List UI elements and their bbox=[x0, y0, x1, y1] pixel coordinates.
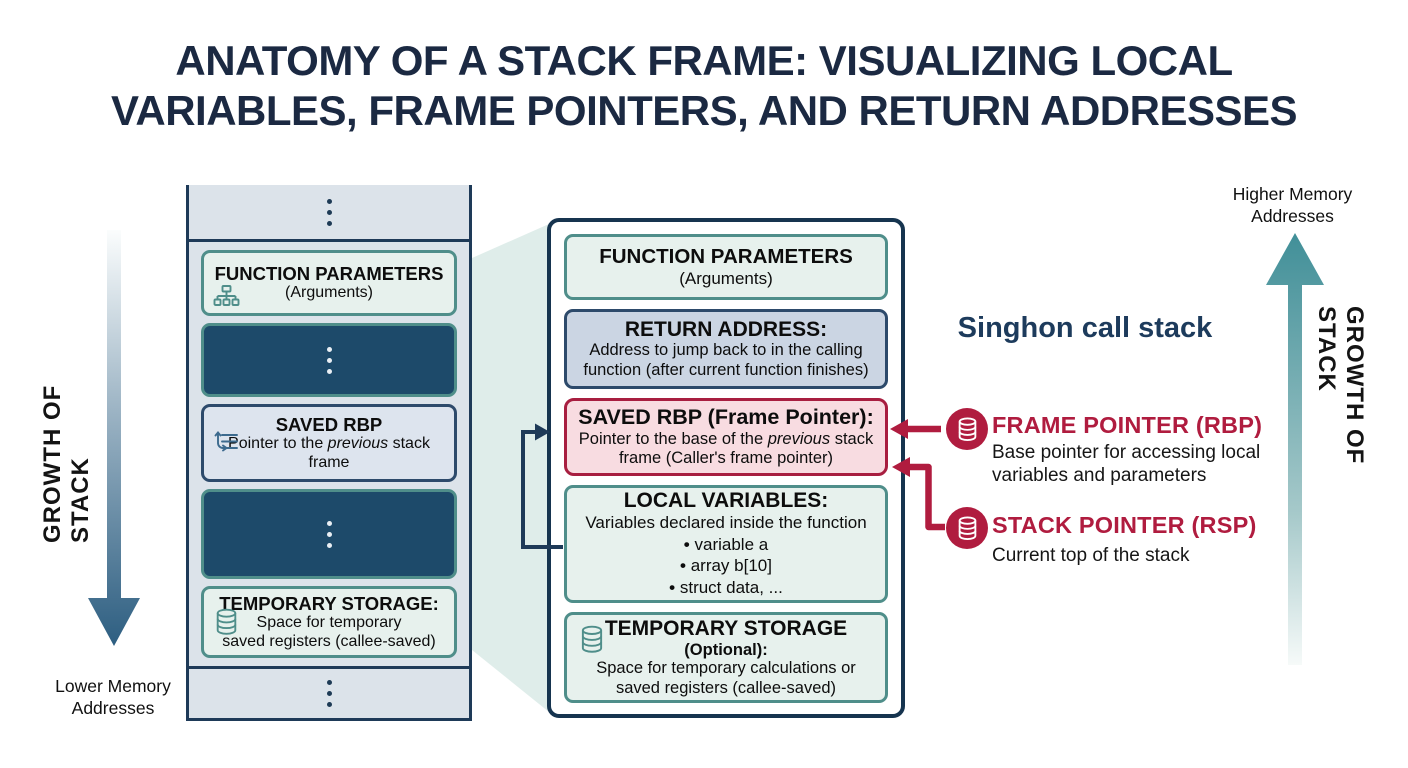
lower-memory-label: Lower Memory Addresses bbox=[28, 676, 198, 720]
frame-pointer-desc-line1: Base pointer for accessing local bbox=[992, 442, 1261, 463]
call-stack-label: Singhon call stack bbox=[957, 312, 1213, 344]
local-variables-list: variable a array b[10] struct data, ... bbox=[669, 534, 783, 599]
cell-title: FUNCTION PARAMETERS bbox=[214, 263, 444, 285]
stack-pointer-desc: Current top of the stack bbox=[992, 545, 1190, 566]
cell-title: TEMPORARY STORAGE: bbox=[219, 592, 439, 614]
database-icon bbox=[214, 608, 239, 636]
cell-saved-rbp: SAVED RBP Pointer to the previous stack … bbox=[201, 404, 457, 482]
higher-memory-label: Higher Memory Addresses bbox=[1210, 184, 1375, 228]
cell-temporary-storage: TEMPORARY STORAGE: Space for temporary s… bbox=[201, 586, 457, 658]
frame-cell-saved-rbp: SAVED RBP (Frame Pointer): Pointer to th… bbox=[564, 398, 888, 476]
cell-desc: Variables declared inside the function bbox=[585, 512, 867, 532]
database-icon bbox=[956, 417, 979, 442]
cell-subtitle: (Optional): bbox=[684, 640, 768, 659]
lower-memory-line1: Lower Memory bbox=[55, 676, 171, 696]
frame-cell-return-address: RETURN ADDRESS: Address to jump back to … bbox=[564, 309, 888, 389]
cell-function-parameters: FUNCTION PARAMETERS (Arguments) bbox=[201, 250, 457, 316]
sitemap-icon bbox=[213, 285, 240, 307]
cell-desc: Pointer to the base of the previous stac… bbox=[578, 429, 874, 468]
vertical-ellipsis-icon bbox=[326, 198, 332, 226]
frame-cell-temporary-storage: TEMPORARY STORAGE (Optional): Space for … bbox=[564, 612, 888, 704]
higher-memory-line2: Addresses bbox=[1251, 205, 1334, 226]
frame-pointer-marker bbox=[946, 408, 988, 450]
frame-cell-local-variables: LOCAL VARIABLES: Variables declared insi… bbox=[564, 485, 888, 603]
down-arrow bbox=[88, 230, 140, 646]
page-title-line2: VARIABLES, FRAME POINTERS, AND RETURN AD… bbox=[110, 87, 1298, 135]
frame-pointer-title: FRAME POINTER (RBP) bbox=[992, 412, 1263, 438]
cell-title: SAVED RBP (Frame Pointer): bbox=[578, 405, 874, 430]
cell-title: FUNCTION PARAMETERS bbox=[599, 244, 853, 268]
cell-previous-frame-lower bbox=[201, 489, 457, 579]
cell-subtitle: (Arguments) bbox=[284, 284, 374, 302]
cell-title: SAVED RBP bbox=[275, 413, 383, 435]
frame-pointer-desc-line2: variables and parameters bbox=[992, 465, 1207, 487]
list-item: array b[10] bbox=[669, 555, 783, 577]
list-item: variable a bbox=[669, 534, 783, 556]
stack-column-cells: FUNCTION PARAMETERS (Arguments) SAVED RB… bbox=[189, 242, 469, 666]
lower-memory-line2: Addresses bbox=[71, 697, 155, 718]
stack-pointer-title: STACK POINTER (RSP) bbox=[992, 512, 1257, 538]
list-item: struct data, ... bbox=[669, 577, 783, 599]
page-title-line1: ANATOMY OF A STACK FRAME: VISUALIZING LO… bbox=[175, 37, 1233, 84]
frame-cell-function-parameters: FUNCTION PARAMETERS (Arguments) bbox=[564, 234, 888, 300]
left-growth-of-stack-label: GROWTH OF STACK bbox=[39, 384, 94, 543]
vertical-ellipsis-icon bbox=[326, 346, 332, 374]
cell-desc: Address to jump back to in the calling f… bbox=[583, 341, 869, 379]
up-arrow bbox=[1266, 233, 1324, 665]
cell-desc-line1: Space for temporary bbox=[256, 614, 402, 632]
cell-desc-line2: saved registers (callee-saved) bbox=[222, 632, 436, 650]
cell-title: LOCAL VARIABLES: bbox=[623, 489, 829, 513]
vertical-ellipsis-icon bbox=[326, 680, 332, 707]
cell-subtitle: (Arguments) bbox=[679, 268, 773, 288]
cell-desc: Space for temporary calculations or save… bbox=[596, 659, 856, 697]
database-icon bbox=[579, 625, 605, 654]
page-title: ANATOMY OF A STACK FRAME: VISUALIZING LO… bbox=[0, 36, 1408, 137]
stack-column: FUNCTION PARAMETERS (Arguments) SAVED RB… bbox=[186, 185, 472, 721]
cell-title: RETURN ADDRESS: bbox=[624, 317, 828, 341]
stack-column-bottom-ellipsis-zone bbox=[189, 666, 469, 718]
frame-pointer-desc: Base pointer for accessing local variabl… bbox=[992, 441, 1260, 487]
list-restore-icon bbox=[212, 430, 240, 456]
stack-column-top-ellipsis-zone bbox=[189, 185, 469, 242]
detail-frame: FUNCTION PARAMETERS (Arguments) RETURN A… bbox=[547, 218, 905, 718]
cell-desc: Pointer to the previous stack frame bbox=[228, 435, 430, 471]
vertical-ellipsis-icon bbox=[326, 520, 332, 548]
stack-pointer-marker bbox=[946, 507, 988, 549]
database-icon bbox=[956, 516, 979, 541]
cell-previous-frame-upper bbox=[201, 323, 457, 397]
right-growth-of-stack-label: GROWTH OF STACK bbox=[1313, 306, 1368, 465]
higher-memory-line1: Higher Memory bbox=[1232, 184, 1353, 204]
cell-title: TEMPORARY STORAGE bbox=[604, 617, 848, 640]
